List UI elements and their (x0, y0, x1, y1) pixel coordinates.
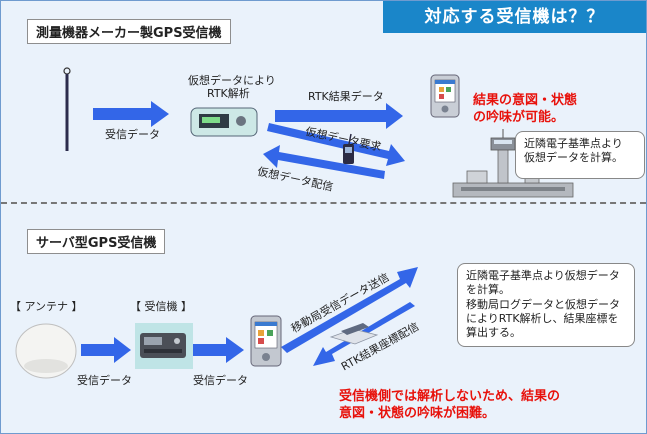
mobile-phone-icon (343, 133, 354, 164)
note-bottom-line-3: 移動局ログデータと仮想データ (466, 297, 620, 311)
red-note-top-2: の吟味が可能。 (473, 110, 565, 125)
pda-icon-top (430, 74, 460, 118)
note-top-line-1: 近隣電子基準点より (524, 137, 623, 150)
arrow-virtual-delivery (263, 145, 385, 179)
section-title-top: 測量機器メーカー製GPS受信機 (27, 19, 231, 44)
label-rtk-result: RTK結果データ (308, 90, 384, 103)
arrow-antenna-to-receiver (81, 337, 131, 363)
note-box-top: 近隣電子基準点より 仮想データを計算。 (515, 131, 645, 179)
arrow-virtual-request (267, 123, 405, 166)
label-receiver: 【 受信機 】 (130, 300, 192, 313)
label-receive-data-top: 受信データ (105, 128, 160, 141)
arrow-rtk-result (275, 103, 403, 129)
note-bottom-line-4: によりRTK解析し、結果座標を (466, 311, 619, 325)
note-bottom-line-1: 近隣電子基準点より仮想データ (466, 269, 620, 282)
section-divider (1, 202, 646, 204)
label-virtual-rtk-1: 仮想データにより (188, 74, 276, 87)
arrow-mobile-send (281, 267, 418, 353)
arrow-receiver-to-pda (192, 337, 244, 363)
label-receive-data-bottom-2: 受信データ (193, 374, 248, 387)
arrow-pole-to-receiver (93, 101, 169, 127)
pda-icon-bottom (250, 315, 282, 367)
label-virtual-rtk-2: RTK解析 (207, 87, 250, 100)
label-receive-data-bottom-1: 受信データ (77, 374, 132, 387)
banner-title: 対応する受信機は？？ (383, 1, 646, 33)
red-note-top-1: 結果の意図・状態 (473, 93, 578, 108)
gps-pole-icon (63, 67, 71, 151)
red-note-bottom-2: 意図・状態の吟味が困難。 (339, 406, 496, 421)
gps-receiver-icon (189, 105, 259, 139)
note-top-line-2: 仮想データを計算。 (524, 151, 623, 165)
note-box-bottom: 近隣電子基準点より仮想データ を計算。 移動局ログデータと仮想データ によりRT… (457, 263, 635, 347)
note-bottom-line-5: 算出する。 (466, 326, 521, 340)
section-title-bottom: サーバ型GPS受信機 (27, 229, 166, 254)
antenna-icon (15, 323, 77, 379)
label-antenna: 【 アンテナ 】 (10, 300, 83, 313)
receiver-box-icon (135, 323, 193, 369)
red-note-bottom-1: 受信機側では解析しないため、結果の (339, 389, 561, 404)
server-icon (329, 323, 379, 345)
note-bottom-line-2: を計算。 (466, 283, 510, 297)
